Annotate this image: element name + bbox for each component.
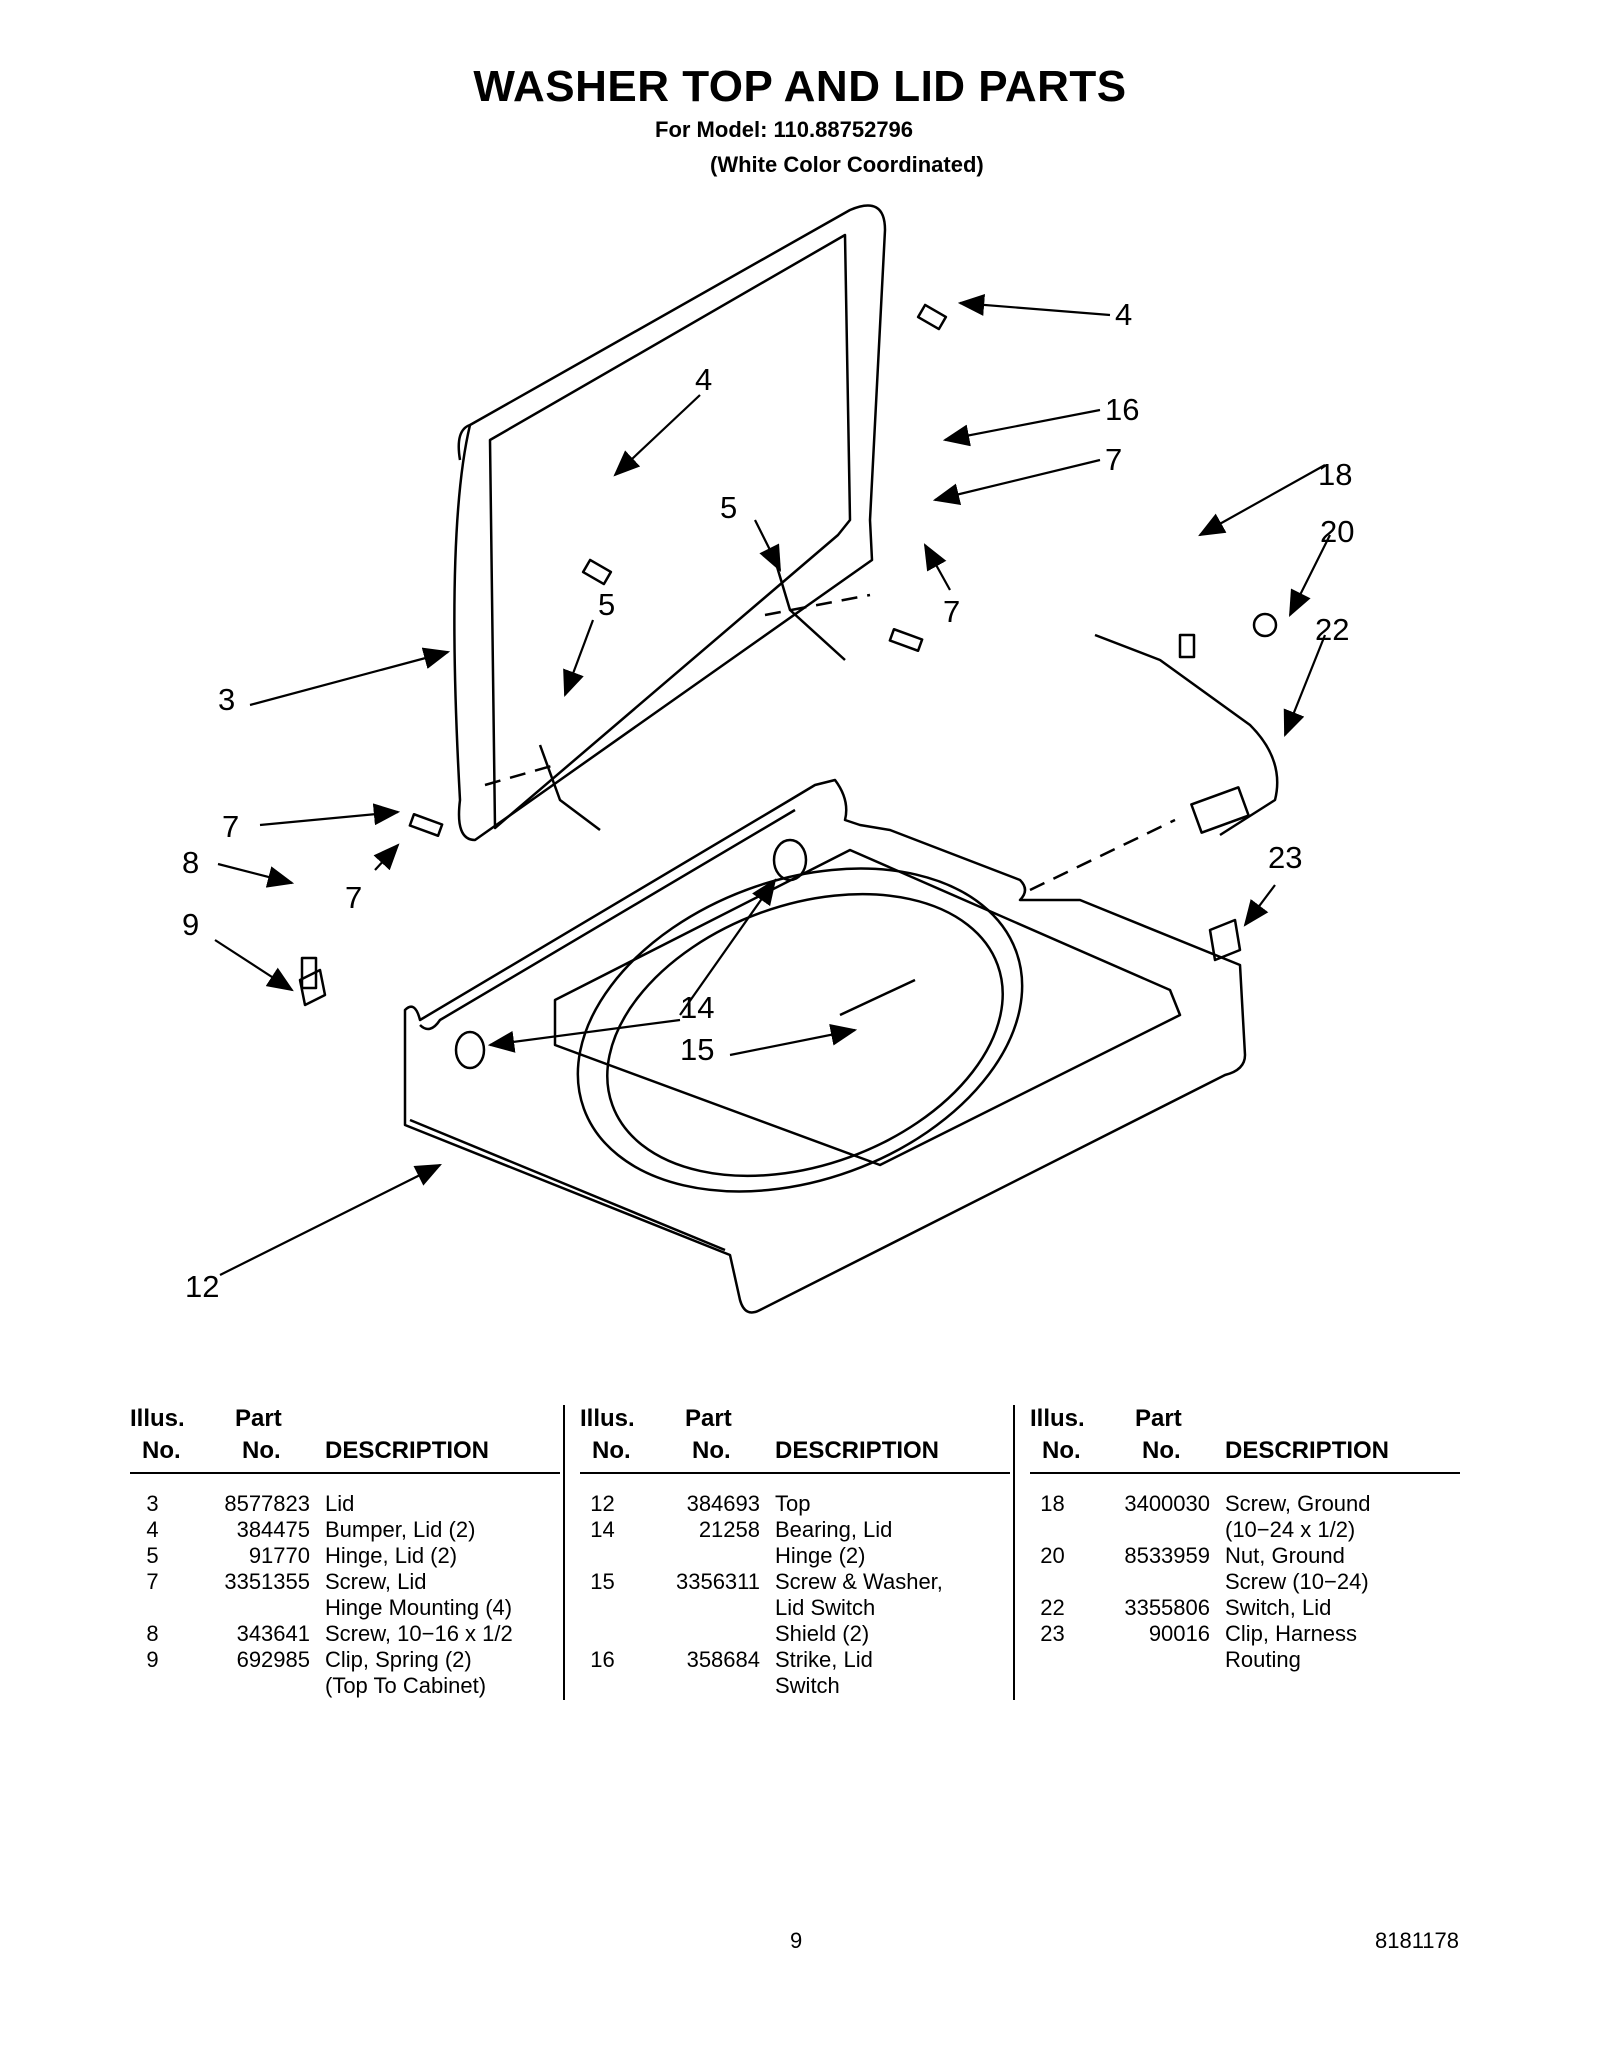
callout-label: 5 (720, 490, 737, 525)
column-divider (563, 1405, 565, 1700)
header-description: DESCRIPTION (1225, 1437, 1390, 1464)
table-row: (10−24 x 1/2) (1225, 1517, 1356, 1542)
header-part: Part (1135, 1405, 1182, 1432)
header-part-no: No. (1142, 1437, 1181, 1464)
callout-label: 7 (943, 594, 960, 629)
header-rule (580, 1472, 1010, 1474)
top-outline (403, 778, 1247, 1314)
callout-label: 8 (182, 845, 199, 880)
callout-label: 7 (345, 880, 362, 915)
header-part: Part (235, 1405, 282, 1432)
header-rule (130, 1472, 560, 1474)
callout-label: 23 (1268, 840, 1302, 875)
exploded-parts-diagram: 4 4 16 7 18 20 5 7 5 22 3 7 8 7 23 9 14 … (182, 204, 1354, 1314)
callout-label: 9 (182, 907, 199, 942)
table-row: Screw (10−24) (1225, 1569, 1369, 1594)
column-divider (1013, 1405, 1015, 1700)
header-description: DESCRIPTION (325, 1437, 490, 1464)
table-row: Shield (2) (775, 1621, 870, 1646)
callout-label: 4 (695, 362, 712, 397)
page-number: 9 (790, 1928, 803, 1953)
callout-label: 7 (1105, 442, 1122, 477)
header-description: DESCRIPTION (775, 1437, 940, 1464)
callout-label: 15 (680, 1032, 714, 1067)
table-row: Hinge (2) (775, 1543, 866, 1568)
top-opening (553, 848, 1182, 1167)
callout-label: 4 (1115, 297, 1132, 332)
header-part: Part (685, 1405, 732, 1432)
color-subtitle: (White Color Coordinated) (710, 152, 984, 177)
callout-label: 3 (218, 682, 235, 717)
table-row: Lid Switch (775, 1595, 876, 1620)
table-row: (Top To Cabinet) (325, 1673, 487, 1698)
header-part-no: No. (692, 1437, 731, 1464)
model-subtitle: For Model: 110.88752796 (655, 117, 914, 142)
header-illus-no: No. (592, 1437, 631, 1464)
lid-outline (453, 204, 887, 842)
header-illus: Illus. (580, 1405, 635, 1432)
callout-label: 14 (680, 990, 714, 1025)
callout-label: 18 (1318, 457, 1352, 492)
table-row: Switch (775, 1673, 840, 1698)
callout-label: 12 (185, 1269, 219, 1304)
tub-ring (576, 867, 1024, 1193)
callout-label: 7 (222, 809, 239, 844)
header-illus: Illus. (130, 1405, 185, 1432)
callout-label: 16 (1105, 392, 1139, 427)
page-title: WASHER TOP AND LID PARTS (473, 62, 1127, 111)
callout-label: 20 (1320, 514, 1354, 549)
table-row: Hinge Mounting (4) (325, 1595, 513, 1620)
callout-label: 22 (1315, 612, 1349, 647)
lid-inner (488, 233, 852, 830)
header-rule (1030, 1472, 1460, 1474)
table-row: Routing (1225, 1647, 1301, 1672)
document-number: 8181178 (1375, 1928, 1460, 1953)
header-illus-no: No. (142, 1437, 181, 1464)
callout-label: 5 (598, 587, 615, 622)
header-illus: Illus. (1030, 1405, 1085, 1432)
header-illus-no: No. (1042, 1437, 1081, 1464)
header-part-no: No. (242, 1437, 281, 1464)
